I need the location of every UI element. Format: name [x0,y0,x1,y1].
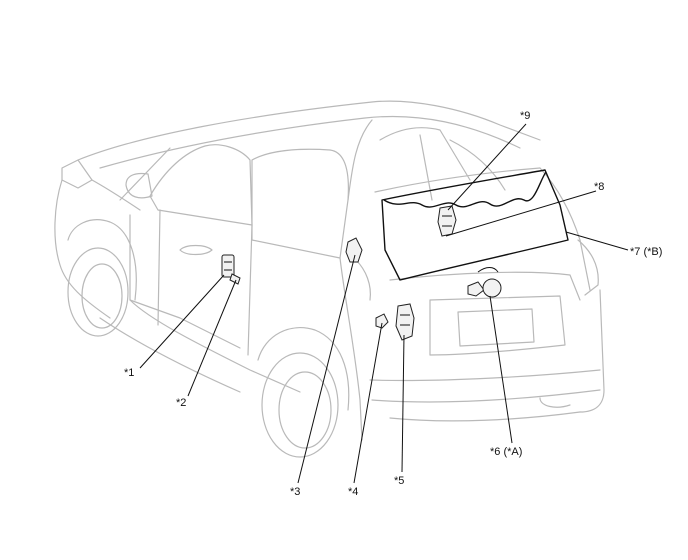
callout-7: *7 (*B) [630,246,662,258]
component-back-door-switch [375,313,389,329]
component-glass-hatch-lock [437,205,457,237]
component-glass-opener-switch [467,267,502,298]
callout-2: *2 [176,397,186,409]
component-front-door-lock [221,254,235,278]
vehicle-body [54,100,605,458]
rear-window-glass [381,169,569,281]
leader-lines [139,123,629,484]
component-door-lock-rod [229,273,241,285]
callout-8: *8 [594,181,604,193]
callout-4: *4 [348,486,358,498]
callout-labels: *1 *2 *3 *4 *5 *6 (*A) *7 (*B) *8 *9 [124,110,662,498]
callout-5: *5 [394,475,404,487]
component-rear-door-lock [345,237,363,263]
callout-6: *6 (*A) [490,446,522,458]
component-back-door-lock [395,303,415,341]
callout-1: *1 [124,367,134,379]
callout-3: *3 [290,486,300,498]
callout-9: *9 [520,110,530,122]
